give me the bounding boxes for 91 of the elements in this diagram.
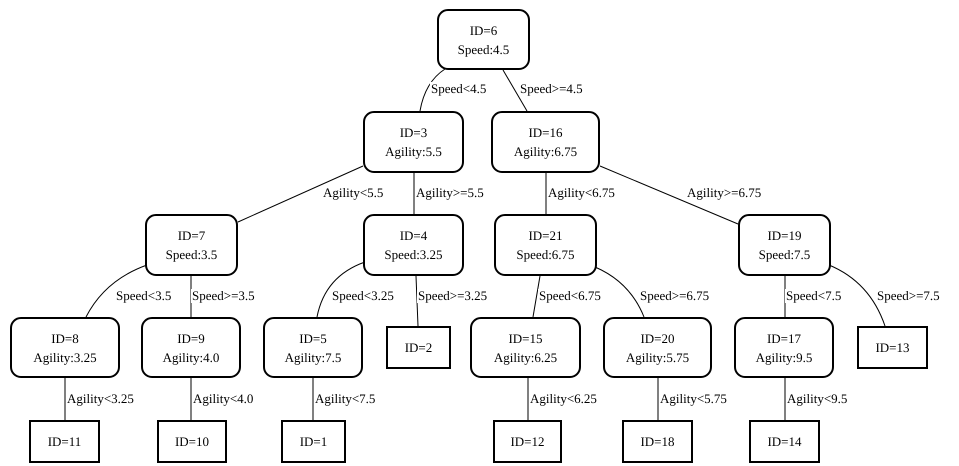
decision-node — [141, 317, 241, 378]
decision-node — [603, 317, 712, 378]
node-label: ID=1 — [300, 434, 328, 449]
edge-label: Speed>=7.5 — [876, 289, 941, 303]
connector-line — [416, 276, 418, 326]
leaf-node — [857, 326, 928, 369]
edge-label: Speed>=3.25 — [417, 289, 488, 303]
edge-label: Speed<6.75 — [538, 289, 602, 303]
decision-node — [470, 317, 581, 378]
node-label: ID=11 — [48, 434, 82, 449]
connector-line — [238, 166, 364, 222]
leaf-node — [493, 420, 562, 463]
edge-label: Agility<9.5 — [786, 392, 848, 406]
node-label: Agility:3.25 — [33, 350, 97, 364]
edge-label: Agility>=6.75 — [686, 186, 762, 200]
node-label: Agility:5.5 — [385, 144, 442, 159]
node-label: Agility:6.75 — [514, 144, 578, 159]
edge-label: Agility<5.75 — [659, 392, 728, 406]
edge-label: Agility<4.0 — [192, 392, 254, 406]
decision-node — [263, 317, 363, 378]
edge-label: Speed>=4.5 — [519, 82, 584, 96]
node-label: ID=9 — [177, 330, 205, 346]
edge-label: Agility<7.5 — [314, 392, 376, 406]
node-label: ID=5 — [299, 330, 327, 346]
node-label: ID=21 — [528, 228, 563, 243]
edge-label: Speed>=3.5 — [191, 289, 256, 303]
connector-line — [190, 378, 192, 420]
decision-node — [734, 317, 834, 378]
edge-label: Speed<4.5 — [430, 82, 488, 96]
node-label: Agility:6.25 — [494, 350, 558, 364]
connector-line — [316, 262, 366, 318]
connector-line — [784, 378, 786, 420]
edge-label: Speed<3.5 — [115, 289, 172, 303]
connector-line — [532, 276, 540, 318]
edge-label: Agility>=5.5 — [415, 186, 485, 200]
edge-label: Speed>=6.75 — [639, 289, 710, 303]
node-label: Speed:7.5 — [758, 247, 810, 262]
node-label: ID=4 — [400, 228, 428, 243]
leaf-node — [749, 420, 820, 463]
node-label: Agility:4.0 — [162, 350, 220, 364]
connector-line — [600, 166, 738, 224]
node-label: Speed:3.25 — [384, 247, 443, 262]
edge-label: Speed<7.5 — [785, 289, 842, 303]
connector-line — [190, 276, 192, 318]
connector-line — [420, 68, 446, 112]
node-label: ID=2 — [404, 340, 432, 355]
connector-line — [784, 276, 786, 318]
connector-line — [828, 264, 886, 326]
decision-node — [363, 214, 464, 276]
node-label: Agility:7.5 — [284, 350, 342, 364]
node-label: ID=16 — [528, 125, 563, 140]
leaf-node — [29, 420, 100, 463]
node-label: ID=6 — [470, 22, 498, 38]
leaf-node — [157, 420, 227, 463]
decision-node — [738, 214, 831, 276]
node-label: Speed:4.5 — [458, 42, 510, 56]
decision-node — [494, 214, 597, 276]
leaf-node — [386, 326, 451, 369]
decision-node — [437, 9, 530, 70]
edge-label: Agility<3.25 — [66, 392, 135, 406]
node-label: ID=18 — [640, 434, 675, 449]
node-label: ID=10 — [174, 434, 210, 449]
connector-line — [594, 266, 644, 318]
node-label: Speed:6.75 — [516, 247, 575, 262]
node-label: ID=12 — [510, 434, 545, 449]
edge-label: Agility<5.5 — [322, 186, 384, 200]
node-label: Agility:9.5 — [756, 350, 812, 364]
connector-line — [312, 378, 314, 420]
leaf-node — [622, 420, 693, 463]
node-label: ID=13 — [875, 340, 910, 355]
node-label: Speed:3.5 — [166, 247, 218, 262]
node-label: ID=20 — [640, 330, 675, 346]
connector-line — [64, 378, 66, 420]
node-label: ID=14 — [767, 434, 802, 449]
edge-label: Speed<3.25 — [331, 289, 395, 303]
decision-node — [145, 214, 238, 276]
node-label: ID=15 — [508, 330, 543, 346]
leaf-node — [281, 420, 346, 463]
decision-node — [491, 111, 600, 173]
node-label: ID=8 — [51, 330, 79, 346]
decision-node — [10, 317, 120, 378]
edge-label: Agility<6.25 — [529, 392, 598, 406]
connector-line — [502, 70, 528, 112]
node-label: ID=3 — [400, 125, 428, 140]
decision-node — [363, 111, 464, 173]
node-label: ID=7 — [178, 228, 206, 243]
node-label: Agility:5.75 — [626, 350, 690, 364]
edge-label: Agility<6.75 — [547, 186, 616, 200]
node-label: ID=17 — [766, 330, 802, 346]
connector-line — [86, 264, 148, 318]
node-label: ID=19 — [767, 228, 802, 243]
